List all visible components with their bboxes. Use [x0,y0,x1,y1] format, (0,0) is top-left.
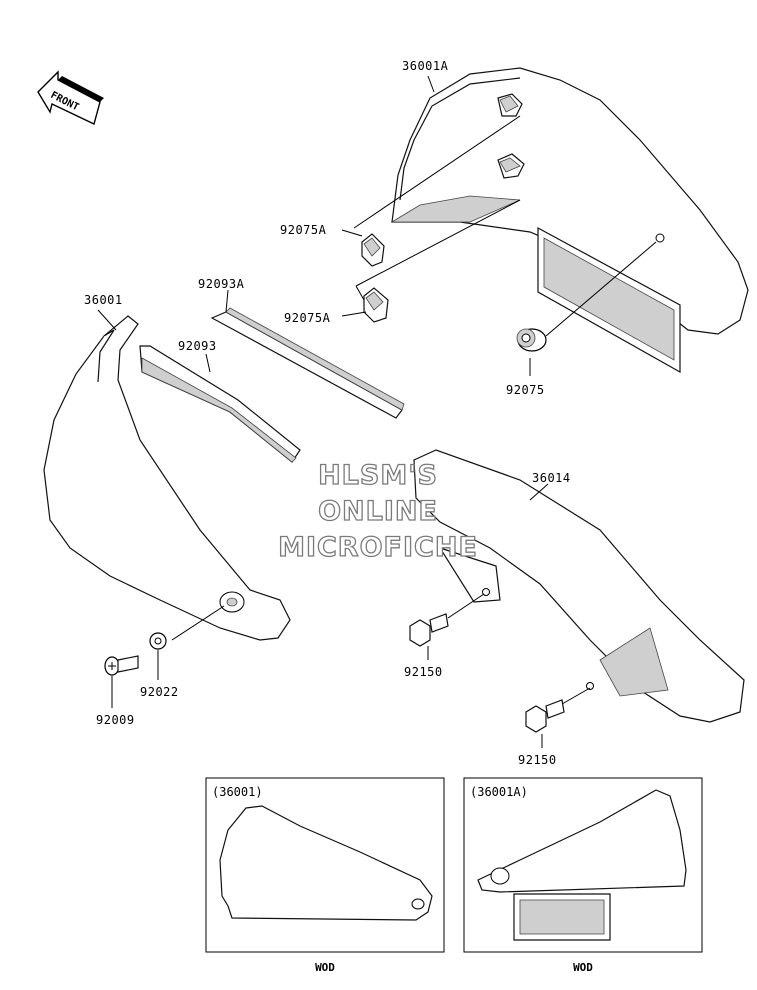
clip-upper [361,233,385,267]
leader-lines [97,75,657,748]
label-92075A-upper: 92075A [280,223,327,237]
watermark-line-2: ONLINE [318,496,438,527]
inset-label-36001A: (36001A) [470,785,528,799]
chain-cover [413,449,745,723]
bolt-lower [525,699,565,733]
washer [149,632,167,650]
label-92022: 92022 [140,685,179,699]
pad-a [210,307,405,419]
front-arrow-icon: FRONT [37,70,104,125]
label-92075: 92075 [506,383,545,397]
watermark-line-1: HLSM'S [318,460,438,491]
inset-label-36001: (36001) [212,785,263,799]
clip-lower [363,287,389,323]
label-92150-lower: 92150 [518,753,557,767]
inset-36001: (36001) WOD [205,777,445,974]
pad [139,345,301,463]
inset-caption-36001: WOD [315,961,335,974]
side-cover-left [43,315,291,641]
label-92093A: 92093A [198,277,245,291]
label-92009: 92009 [96,713,135,727]
side-cover-right [390,67,749,374]
screw [104,655,139,676]
label-36001: 36001 [84,293,123,307]
watermark-line-3: MICROFICHE [278,532,478,563]
label-92093: 92093 [178,339,217,353]
inset-36001A: (36001A) WOD [463,777,703,974]
label-92150-upper: 92150 [404,665,443,679]
label-92075A-lower: 92075A [284,311,331,325]
label-36014: 36014 [532,471,571,485]
grommet [516,328,547,352]
bolt-upper [409,613,449,647]
label-36001A: 36001A [402,59,449,73]
watermark: HLSM'S ONLINE MICROFICHE [277,459,478,563]
inset-caption-36001A: WOD [573,961,593,974]
